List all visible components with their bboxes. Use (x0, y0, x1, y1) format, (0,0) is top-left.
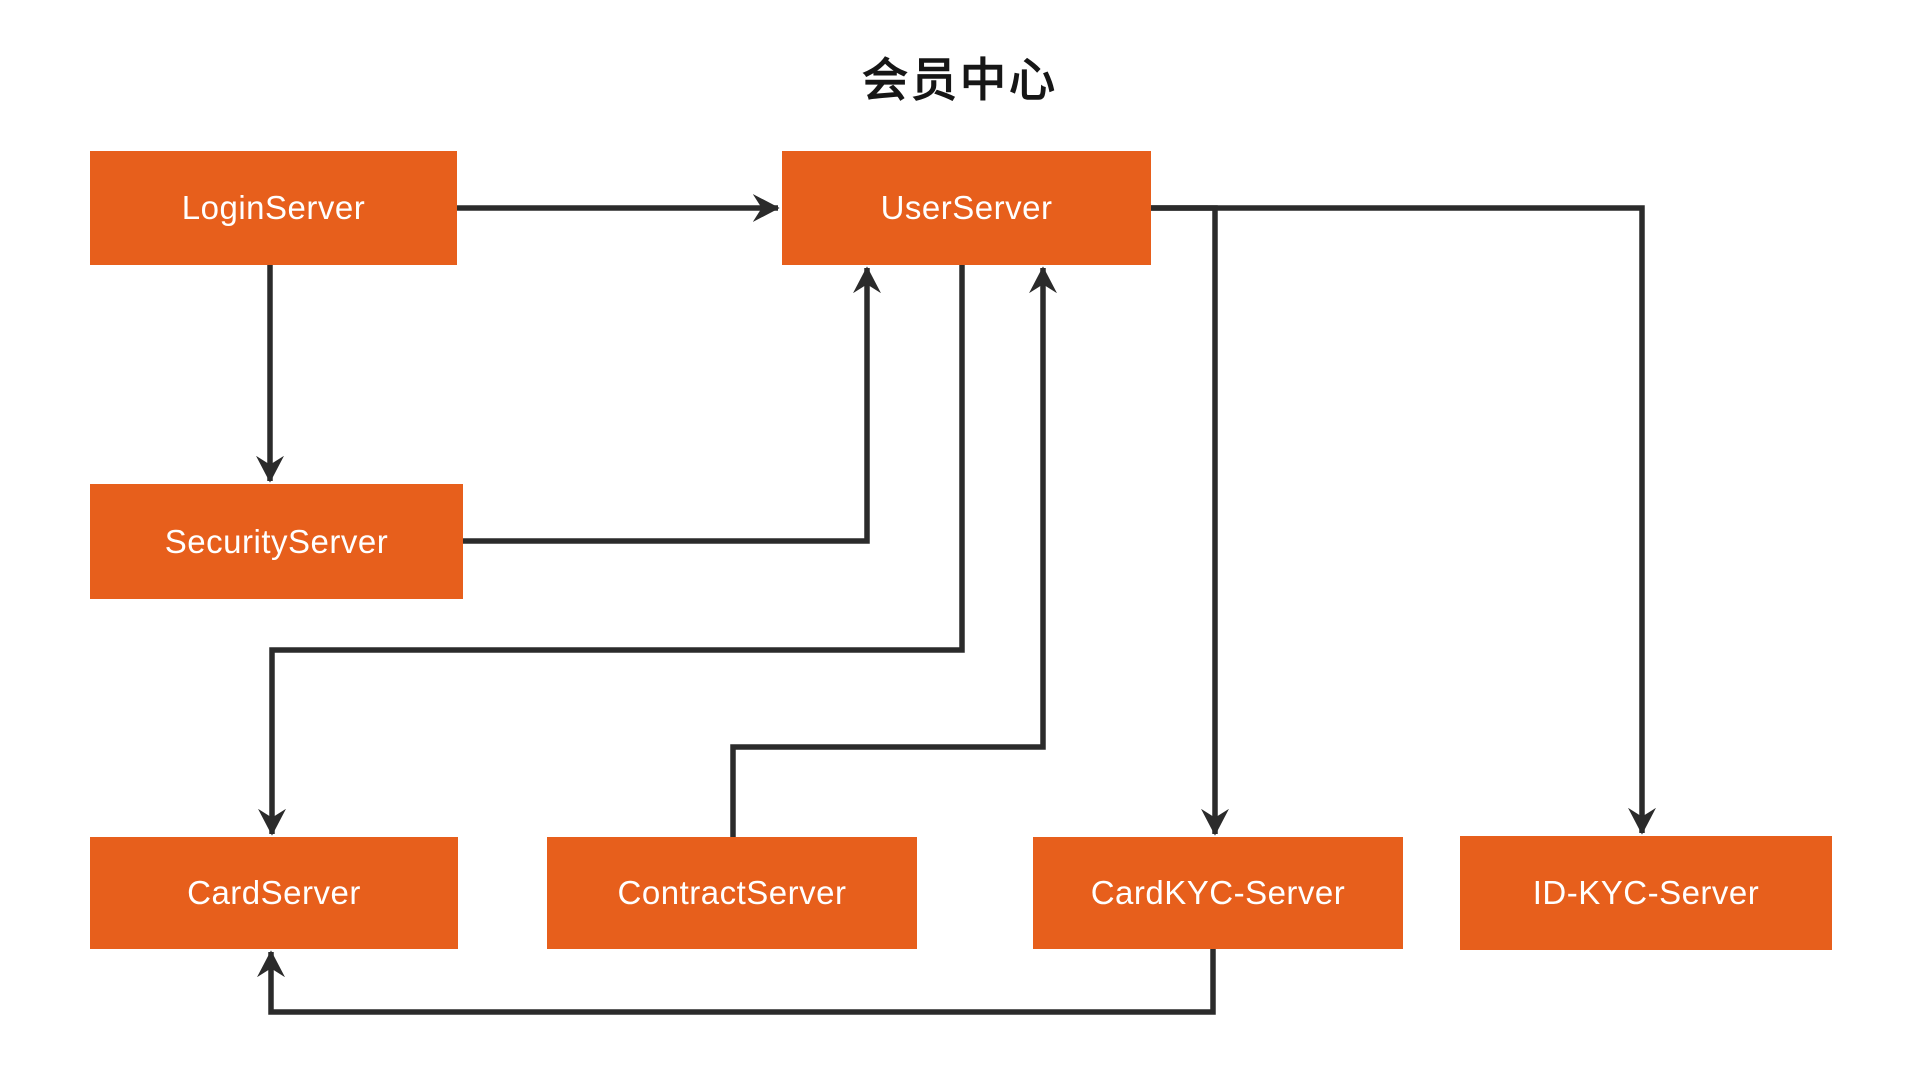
node-securityserver: SecurityServer (90, 484, 463, 599)
node-cardkycserver-label: CardKYC-Server (1090, 874, 1346, 911)
node-cardserver-label: CardServer (187, 874, 361, 911)
node-loginserver: LoginServer (90, 151, 457, 265)
node-userserver-label: UserServer (880, 189, 1053, 226)
node-userserver: UserServer (782, 151, 1151, 265)
edge-userserver-idkycserver (1151, 205, 1656, 835)
node-cardkycserver: CardKYC-Server (1033, 837, 1403, 949)
node-loginserver-label: LoginServer (181, 189, 366, 226)
edge-cardkycserver-cardserver (257, 949, 1216, 1015)
node-contractserver-label: ContractServer (617, 874, 847, 911)
diagram-title: 会员中心 (862, 54, 1058, 106)
edge-userserver-cardkycserver (1151, 205, 1229, 836)
node-securityserver-label: SecurityServer (164, 522, 389, 560)
edge-userserver-cardserver (258, 265, 965, 836)
edge-contractserver-userserver (730, 266, 1057, 837)
node-idkycserver: ID-KYC-Server (1460, 836, 1832, 950)
node-cardserver: CardServer (90, 837, 458, 949)
node-contractserver: ContractServer (547, 837, 917, 949)
node-idkycserver-label: ID-KYC-Server (1532, 874, 1760, 911)
edge-securityserver-userserver (463, 266, 881, 544)
